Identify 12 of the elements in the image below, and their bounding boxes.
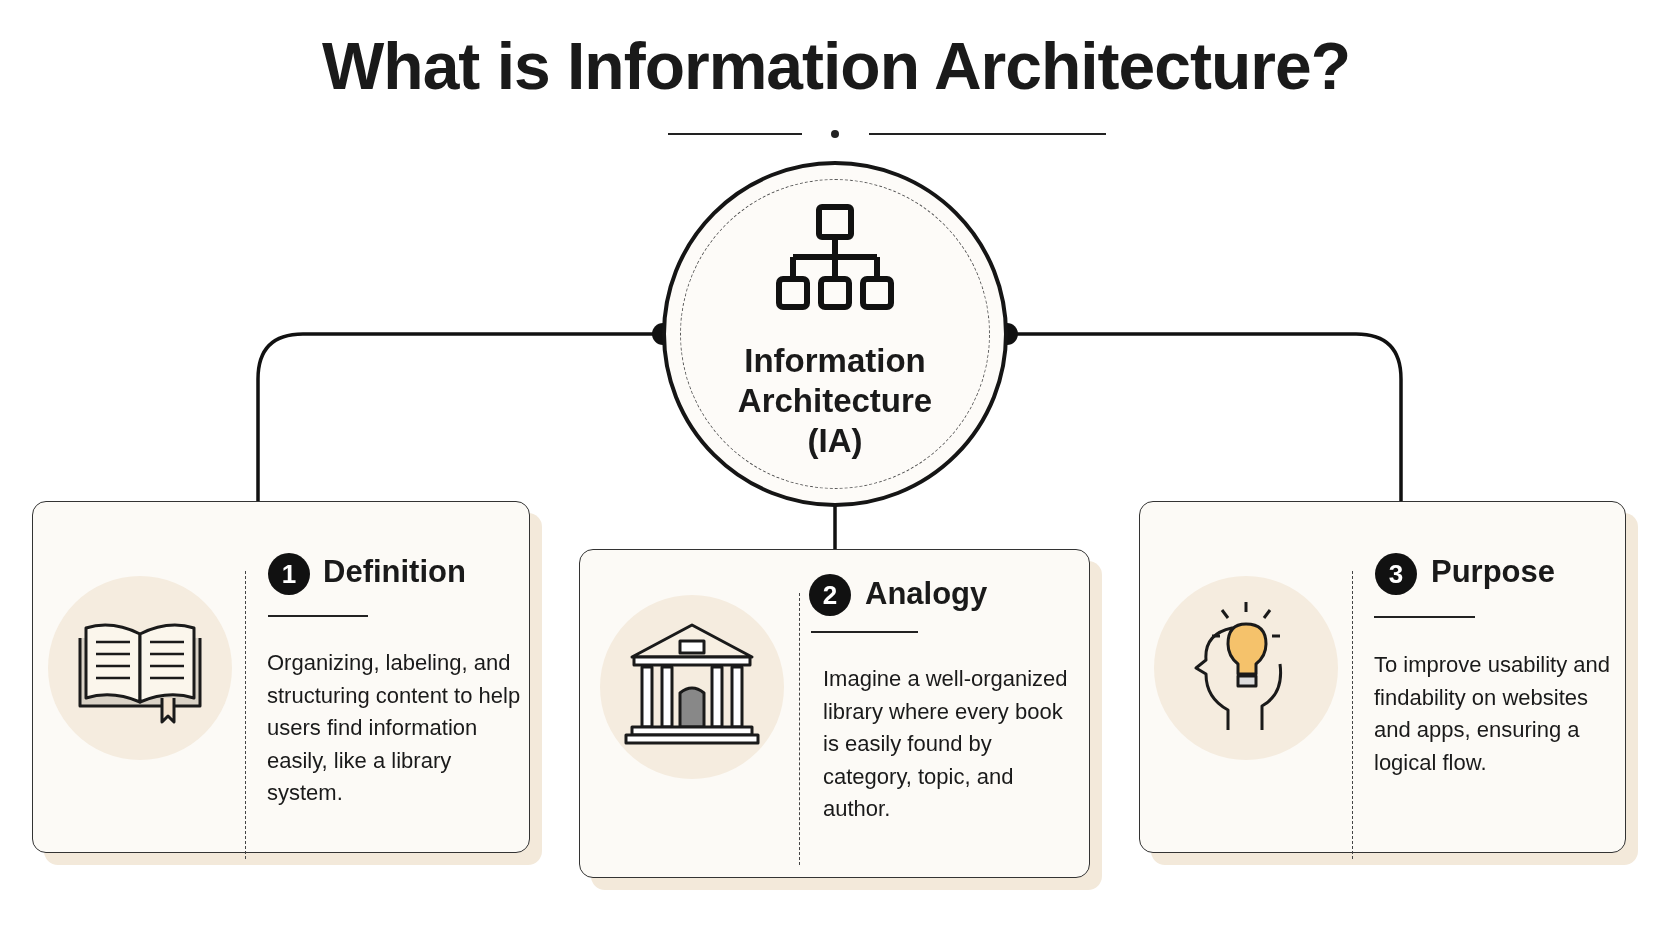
card-heading: Definition — [323, 554, 466, 590]
number-badge: 3 — [1375, 553, 1417, 595]
title: What is Information Architecture? — [321, 28, 1351, 104]
card-text: Imagine a well-organized library where every book is easily found by category, topic, and author. — [823, 665, 1069, 823]
concept-label: Information Architecture (IA) — [736, 341, 934, 461]
card-text: Organizing, labeling, and structuring content to help users find information easily, like a library system. — [267, 649, 522, 807]
card-text: To improve usability and findability on websites and apps, ensuring a logical flow. — [1374, 651, 1611, 777]
number-badge: 2 — [809, 574, 851, 616]
card-heading: Purpose — [1431, 554, 1556, 590]
card-heading: Analogy — [865, 576, 988, 612]
number-badge: 1 — [268, 553, 310, 595]
connector-line — [833, 505, 837, 549]
